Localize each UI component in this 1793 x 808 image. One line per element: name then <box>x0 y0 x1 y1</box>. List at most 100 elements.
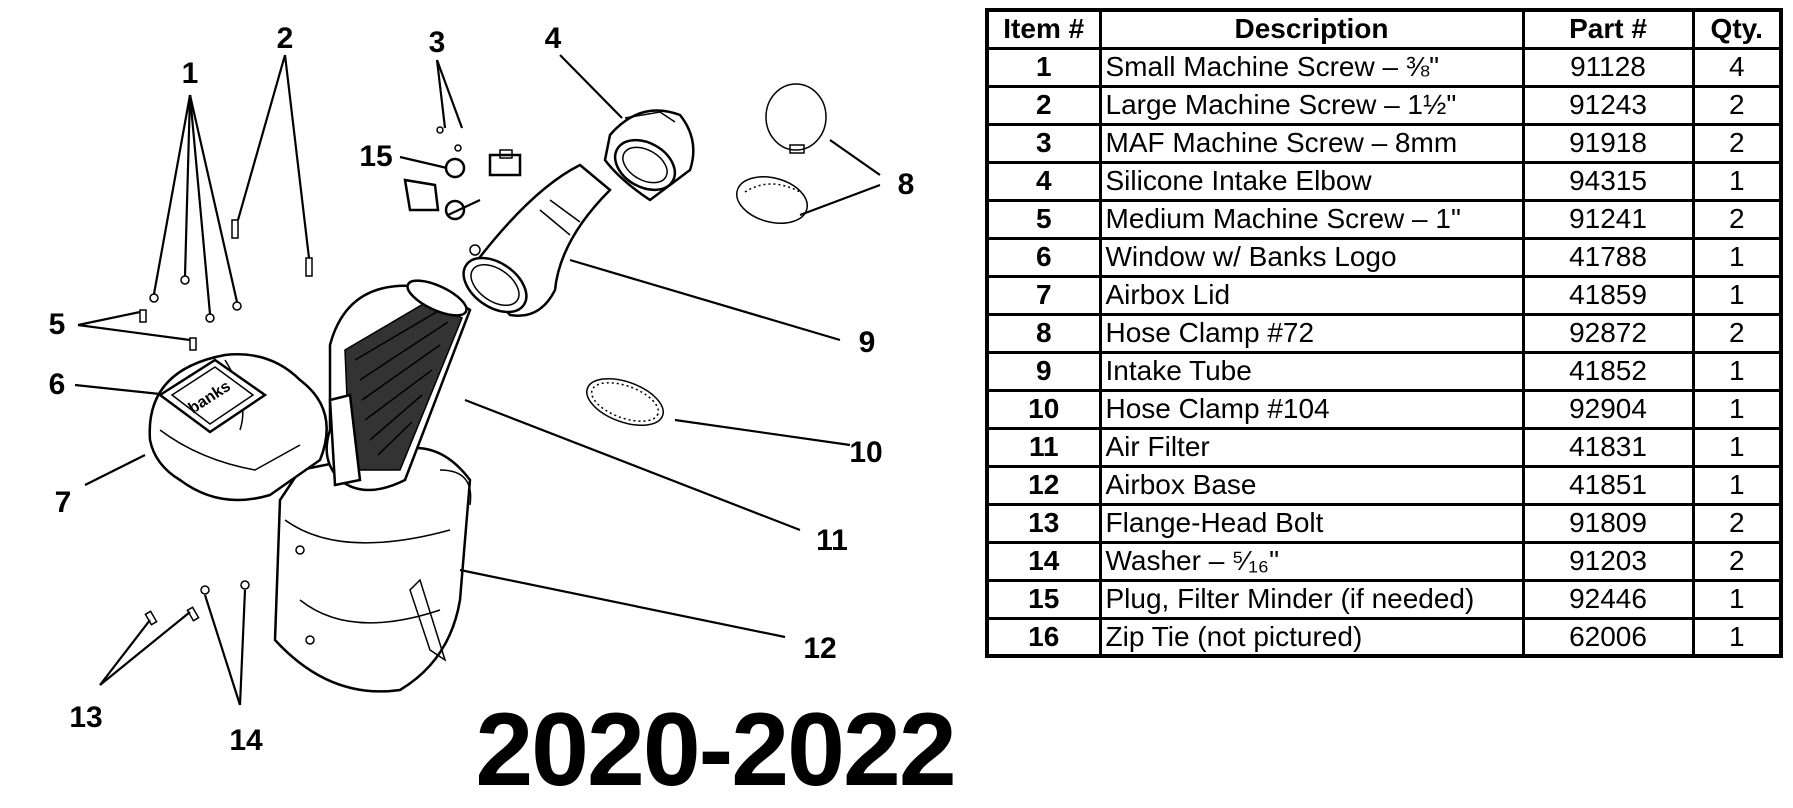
intake-tube-part <box>462 163 612 317</box>
cell-part-number: 91128 <box>1521 46 1695 88</box>
cell-description: Large Machine Screw – 1½" <box>1098 84 1525 126</box>
cell-qty: 1 <box>1691 578 1783 620</box>
cell-item: 10 <box>985 388 1102 430</box>
cell-description: Silicone Intake Elbow <box>1098 160 1525 202</box>
callout-5: 5 <box>49 308 66 341</box>
cell-part-number: 94315 <box>1521 160 1695 202</box>
cell-description: Hose Clamp #104 <box>1098 388 1525 430</box>
callout-8: 8 <box>898 168 915 201</box>
header-part: Part # <box>1521 8 1695 50</box>
model-year-label: 2020-2022 <box>475 692 956 808</box>
cell-description: Plug, Filter Minder (if needed) <box>1098 578 1525 620</box>
maf-sensor-part <box>403 126 522 221</box>
cell-part-number: 92872 <box>1521 312 1695 354</box>
cell-description: Medium Machine Screw – 1" <box>1098 198 1525 240</box>
hose-clamp-104-part <box>586 378 664 426</box>
cell-qty: 1 <box>1691 236 1783 278</box>
cell-part-number: 91809 <box>1521 502 1695 544</box>
cell-qty: 2 <box>1691 312 1783 354</box>
cell-part-number: 91241 <box>1521 198 1695 240</box>
cell-part-number: 41852 <box>1521 350 1695 392</box>
cell-description: Zip Tie (not pictured) <box>1098 616 1525 658</box>
cell-description: Flange-Head Bolt <box>1098 502 1525 544</box>
callout-3: 3 <box>429 26 446 59</box>
cell-item: 8 <box>985 312 1102 354</box>
callout-4: 4 <box>545 22 562 55</box>
cell-item: 13 <box>985 502 1102 544</box>
silicone-elbow-part <box>603 109 695 202</box>
exploded-parts-diagram: banks <box>49 22 915 757</box>
cell-part-number: 92904 <box>1521 388 1695 430</box>
cell-item: 4 <box>985 160 1102 202</box>
cell-item: 7 <box>985 274 1102 316</box>
cell-description: Intake Tube <box>1098 350 1525 392</box>
cell-qty: 1 <box>1691 350 1783 392</box>
callout-15: 15 <box>359 140 392 173</box>
cell-part-number: 41831 <box>1521 426 1695 468</box>
callout-6: 6 <box>49 368 66 401</box>
cell-qty: 4 <box>1691 46 1783 88</box>
window-logo-part: banks <box>157 358 268 434</box>
cell-description: Washer – ⁵⁄₁₆" <box>1098 540 1525 582</box>
callout-10: 10 <box>849 436 882 469</box>
header-description: Description <box>1098 8 1525 50</box>
cell-part-number: 91918 <box>1521 122 1695 164</box>
callout-14: 14 <box>229 724 263 757</box>
cell-qty: 1 <box>1691 388 1783 430</box>
cell-part-number: 92446 <box>1521 578 1695 620</box>
cell-qty: 2 <box>1691 198 1783 240</box>
cell-item: 5 <box>985 198 1102 240</box>
cell-description: Airbox Base <box>1098 464 1525 506</box>
header-qty: Qty. <box>1691 8 1783 50</box>
callout-7: 7 <box>55 486 72 519</box>
cell-qty: 2 <box>1691 84 1783 126</box>
cell-item: 9 <box>985 350 1102 392</box>
cell-qty: 1 <box>1691 616 1783 658</box>
cell-qty: 1 <box>1691 274 1783 316</box>
cell-description: MAF Machine Screw – 8mm <box>1098 122 1525 164</box>
cell-item: 11 <box>985 426 1102 468</box>
cell-part-number: 91203 <box>1521 540 1695 582</box>
callout-12: 12 <box>803 632 836 665</box>
header-item: Item # <box>985 8 1102 50</box>
hose-clamp-72-part <box>736 83 827 224</box>
cell-part-number: 41851 <box>1521 464 1695 506</box>
cell-part-number: 41788 <box>1521 236 1695 278</box>
cell-item: 14 <box>985 540 1102 582</box>
callout-9: 9 <box>859 326 876 359</box>
cell-description: Hose Clamp #72 <box>1098 312 1525 354</box>
leader-lines <box>74 54 881 706</box>
table-header-row: Item # Description Part # Qty. <box>985 8 1783 50</box>
cell-qty: 1 <box>1691 464 1783 506</box>
callout-13: 13 <box>69 701 102 734</box>
callout-1: 1 <box>182 57 199 90</box>
cell-part-number: 62006 <box>1521 616 1695 658</box>
cell-part-number: 41859 <box>1521 274 1695 316</box>
cell-description: Window w/ Banks Logo <box>1098 236 1525 278</box>
cell-qty: 1 <box>1691 426 1783 468</box>
cell-item: 15 <box>985 578 1102 620</box>
airbox-base-part <box>273 446 472 693</box>
cell-qty: 1 <box>1691 160 1783 202</box>
callout-11: 11 <box>816 524 848 557</box>
cell-item: 6 <box>985 236 1102 278</box>
cell-item: 12 <box>985 464 1102 506</box>
cell-qty: 2 <box>1691 122 1783 164</box>
cell-qty: 2 <box>1691 502 1783 544</box>
cell-qty: 2 <box>1691 540 1783 582</box>
cell-description: Small Machine Screw – ⅜" <box>1098 46 1525 88</box>
